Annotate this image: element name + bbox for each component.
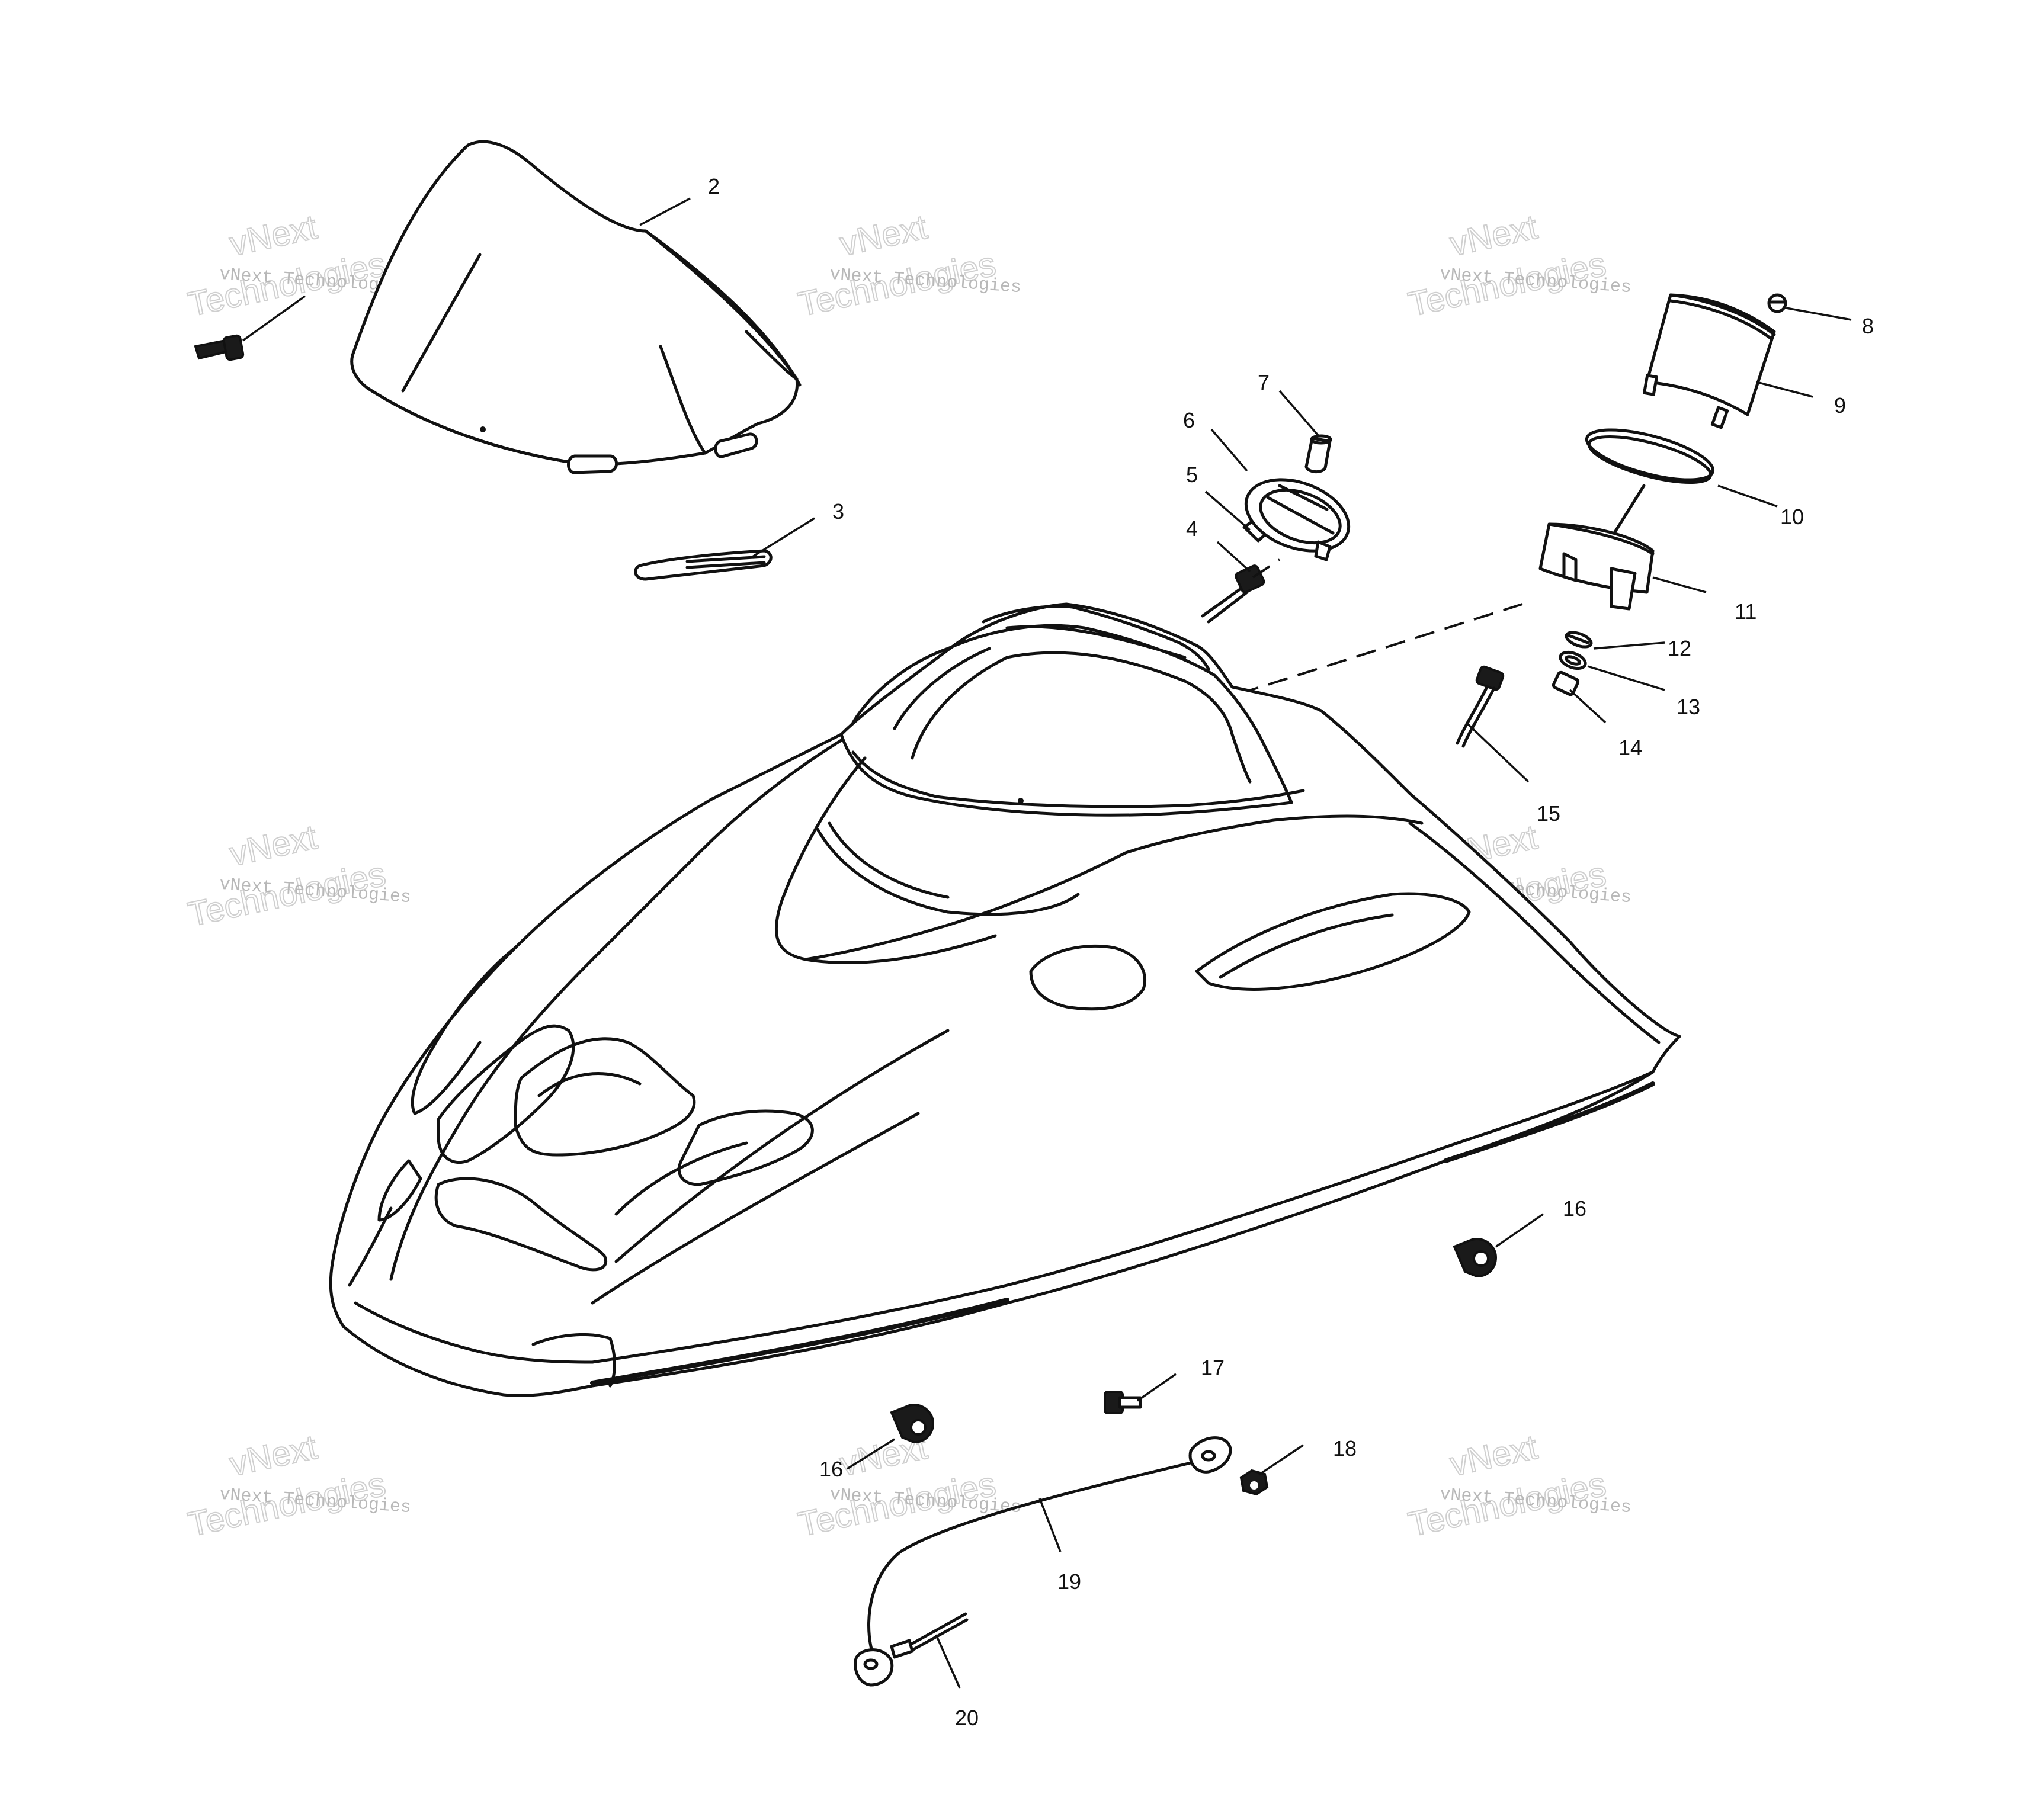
spring-part bbox=[1565, 631, 1593, 649]
callout-16-lower: 16 bbox=[819, 1457, 843, 1481]
trim-strip-part bbox=[634, 549, 773, 581]
svg-text:vNext: vNext bbox=[226, 818, 320, 874]
gauge-housing-part bbox=[1643, 293, 1776, 429]
windshield-part bbox=[350, 140, 802, 474]
callout-19: 19 bbox=[1057, 1569, 1081, 1594]
leader-lines bbox=[639, 197, 1852, 1689]
tether-cable-part bbox=[854, 1436, 1232, 1687]
callout-15: 15 bbox=[1537, 801, 1560, 826]
svg-text:vNext: vNext bbox=[836, 208, 931, 264]
callout-14: 14 bbox=[1618, 736, 1642, 760]
watermark: vNext Technologies vNext Technologies bbox=[1405, 1427, 1632, 1545]
watermark: vNext Technologies vNext Technologies bbox=[1405, 207, 1632, 325]
callout-11: 11 bbox=[1735, 599, 1756, 624]
assembly-line bbox=[1252, 558, 1281, 579]
callout-20: 20 bbox=[955, 1706, 979, 1730]
clip-part bbox=[890, 1404, 935, 1444]
callout-4: 4 bbox=[1186, 516, 1198, 541]
screw-small-part bbox=[1767, 293, 1787, 313]
watermark: vNext Technologies vNext Technologies bbox=[794, 1427, 1022, 1545]
lens-part bbox=[1585, 428, 1715, 484]
callout-9: 9 bbox=[1834, 393, 1846, 418]
watermark: vNext Technologies vNext Technologies bbox=[184, 1427, 412, 1545]
assembly-line bbox=[1613, 484, 1646, 535]
hood-body-part bbox=[329, 602, 1681, 1397]
plug-part bbox=[1304, 434, 1332, 473]
assembly-line bbox=[1232, 603, 1523, 697]
gauge-ring-part bbox=[1244, 478, 1351, 561]
bezel-part bbox=[1538, 522, 1655, 611]
callout-17: 17 bbox=[1201, 1356, 1225, 1380]
sensor-part bbox=[1201, 564, 1265, 624]
bolt-part bbox=[1104, 1391, 1142, 1414]
svg-text:vNext: vNext bbox=[226, 208, 320, 264]
rivet-part bbox=[890, 1612, 969, 1659]
nut-part bbox=[1239, 1469, 1269, 1496]
callout-7: 7 bbox=[1258, 370, 1270, 394]
callout-12: 12 bbox=[1668, 636, 1691, 660]
bulb-socket-part bbox=[1456, 665, 1505, 748]
callouts: 2 3 4 5 6 7 8 9 10 11 12 13 14 15 16 16 … bbox=[708, 174, 1874, 1730]
clip-part bbox=[1453, 1238, 1498, 1278]
nut-part bbox=[1552, 670, 1580, 696]
callout-10: 10 bbox=[1780, 505, 1804, 529]
callout-6: 6 bbox=[1183, 408, 1195, 432]
callout-8: 8 bbox=[1862, 314, 1874, 338]
washer-part bbox=[1559, 650, 1587, 670]
screw-part bbox=[194, 295, 306, 361]
callout-13: 13 bbox=[1677, 695, 1700, 719]
callout-16-upper: 16 bbox=[1563, 1196, 1586, 1221]
watermark: vNext Technologies vNext Technologies bbox=[184, 817, 412, 935]
callout-3: 3 bbox=[832, 499, 844, 524]
callout-2: 2 bbox=[708, 174, 720, 198]
svg-text:vNext: vNext bbox=[226, 1428, 320, 1484]
svg-text:vNext: vNext bbox=[1447, 208, 1541, 264]
svg-text:vNext: vNext bbox=[1447, 1428, 1541, 1484]
watermark: vNext Technologies vNext Technologies bbox=[794, 207, 1022, 325]
callout-5: 5 bbox=[1186, 463, 1198, 487]
callout-18: 18 bbox=[1333, 1436, 1357, 1461]
